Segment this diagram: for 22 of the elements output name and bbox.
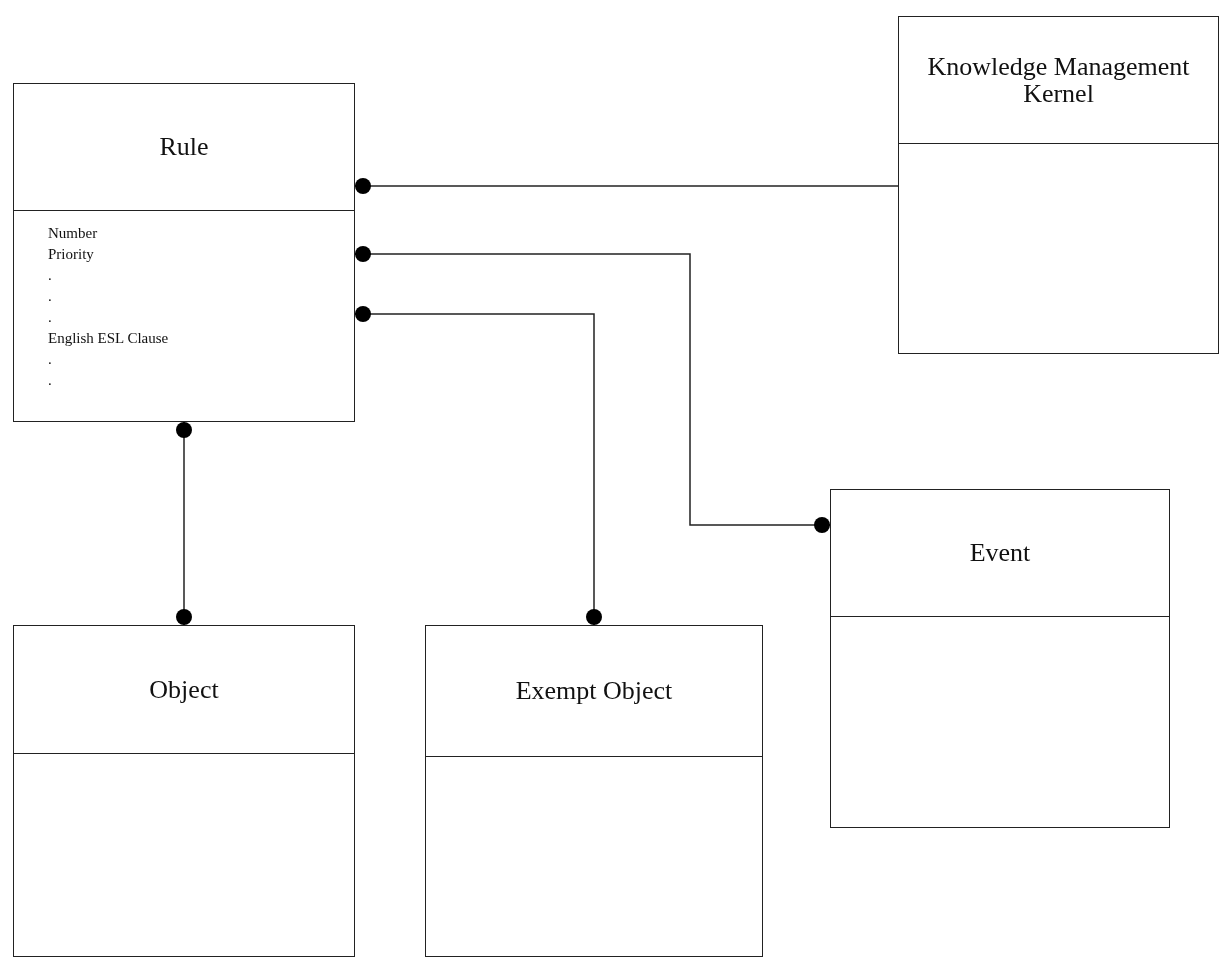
connector-line	[176, 421, 192, 626]
connector-line	[354, 178, 899, 194]
attribute-text: .	[48, 266, 53, 285]
attribute-text: .	[48, 308, 53, 327]
attribute-text: .	[48, 350, 53, 369]
class-box	[13, 625, 355, 957]
attribute-text: .	[48, 371, 53, 390]
class-box	[425, 625, 763, 957]
class-name: Exempt Object	[515, 677, 673, 705]
connector-line	[354, 246, 831, 533]
class-box	[13, 83, 355, 422]
class-name: Knowledge Management Kernel	[926, 52, 1191, 108]
class-box	[830, 489, 1170, 828]
class-name: Object	[149, 675, 219, 704]
attribute-text: Priority	[48, 245, 95, 264]
attribute-text: English ESL Clause	[48, 329, 170, 348]
class-box	[898, 16, 1219, 354]
attribute-text: Number	[48, 224, 99, 243]
class-name: Event	[969, 539, 1031, 567]
attribute-text: .	[48, 287, 53, 306]
class-name: Rule	[159, 133, 209, 161]
connector-line	[354, 306, 602, 626]
